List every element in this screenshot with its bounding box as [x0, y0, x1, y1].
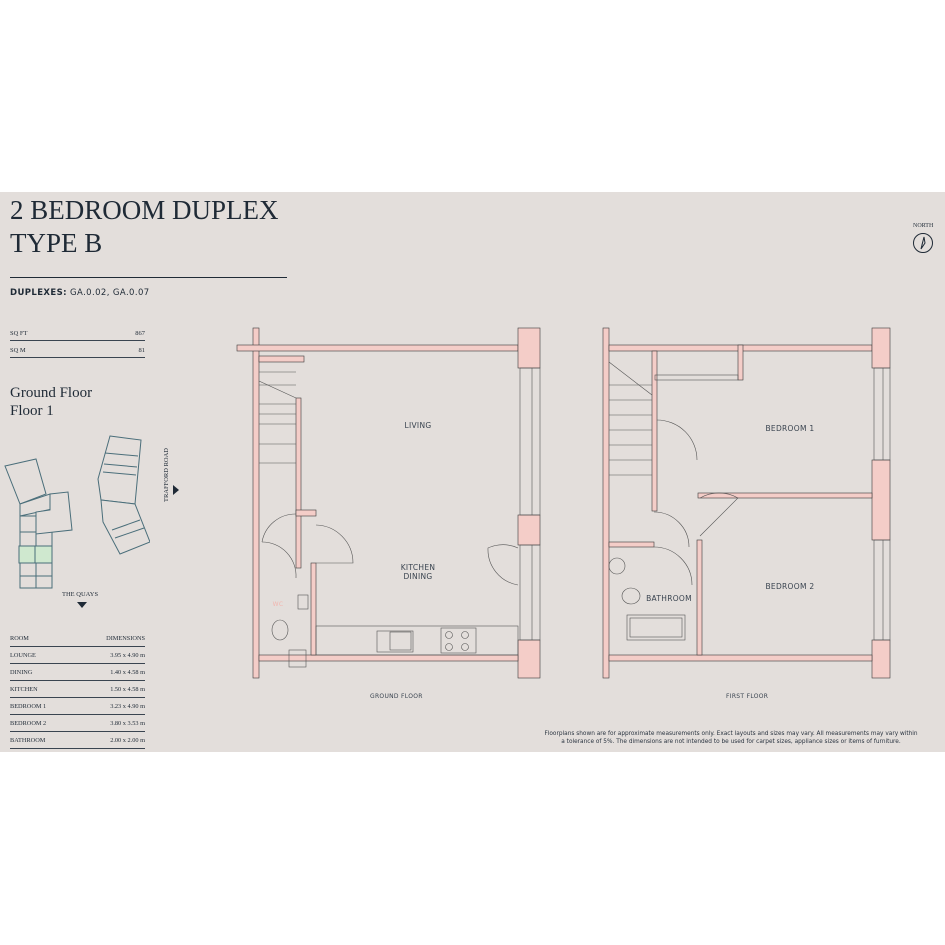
arrow-right-icon	[173, 485, 179, 495]
room-label-wc: WC	[273, 601, 284, 608]
compass-icon	[913, 233, 934, 253]
room-name: BEDROOM 1	[10, 697, 76, 715]
floorplan-sheet: 2 BEDROOM DUPLEX TYPE B DUPLEXES: GA.0.0…	[0, 192, 945, 752]
duplexes-info: DUPLEXES: GA.0.02, GA.0.07	[10, 288, 150, 298]
room-label-kitchen: KITCHEN	[401, 563, 436, 572]
title-line-1: 2 BEDROOM DUPLEX	[10, 195, 279, 225]
room-dimensions: 1.40 x 4.58 m	[75, 663, 145, 681]
room-dimensions: 3.80 x 3.53 m	[75, 714, 145, 732]
room-name: BATHROOM	[10, 731, 76, 749]
floor-heading: Ground Floor Floor 1	[10, 384, 92, 420]
stat-value: 867	[135, 330, 145, 337]
first-floor-plan	[602, 327, 891, 679]
first-floor-caption: FIRST FLOOR	[726, 693, 769, 700]
stat-sqm: SQ M 81	[10, 347, 145, 358]
ground-floor-plan	[236, 327, 541, 679]
disclaimer-line-1: Floorplans shown are for approximate mea…	[544, 731, 918, 737]
header-room: ROOM	[10, 630, 76, 647]
the-quays-label: THE QUAYS	[62, 591, 99, 598]
north-label: NORTH	[913, 223, 934, 229]
room-label-bedroom-1: BEDROOM 1	[765, 424, 814, 433]
duplexes-label: DUPLEXES:	[10, 288, 67, 298]
arrow-down-icon	[77, 602, 87, 608]
room-name: KITCHEN	[10, 680, 76, 698]
room-name: DINING	[10, 663, 76, 681]
room-dimensions: 2.00 x 2.00 m	[75, 731, 145, 749]
room-label-living: LIVING	[405, 421, 432, 430]
stat-sqft: SQ FT 867	[10, 330, 145, 341]
room-name: BEDROOM 2	[10, 714, 76, 732]
floorplans: LIVING KITCHEN DINING WC	[236, 327, 891, 679]
ground-floor-caption: GROUND FLOOR	[370, 693, 423, 700]
floor-line-2: Floor 1	[10, 403, 54, 419]
stat-label: SQ FT	[10, 330, 28, 337]
duplexes-value: GA.0.02, GA.0.07	[70, 288, 150, 298]
room-name: LOUNGE	[10, 646, 76, 664]
disclaimer-line-2: a tolerance of 5%. The dimensions are no…	[561, 739, 901, 745]
room-dimensions: 3.95 x 4.90 m	[75, 646, 145, 664]
room-label-dining: DINING	[403, 572, 432, 581]
title-line-2: TYPE B	[10, 228, 103, 258]
stat-value: 81	[138, 347, 146, 354]
page-title: 2 BEDROOM DUPLEX TYPE B	[10, 194, 279, 260]
room-dimensions: 1.50 x 4.58 m	[75, 680, 145, 698]
title-divider	[10, 277, 287, 278]
room-label-bedroom-2: BEDROOM 2	[765, 582, 814, 591]
disclaimer: Floorplans shown are for approximate mea…	[520, 730, 942, 746]
header-dimensions: DIMENSIONS	[75, 630, 145, 647]
floor-line-1: Ground Floor	[10, 385, 93, 401]
site-plan	[4, 435, 150, 589]
room-dimensions: 3.23 x 4.90 m	[75, 697, 145, 715]
north-indicator: NORTH	[913, 223, 933, 253]
stat-label: SQ M	[10, 347, 26, 354]
room-label-bathroom: BATHROOM	[646, 594, 692, 603]
